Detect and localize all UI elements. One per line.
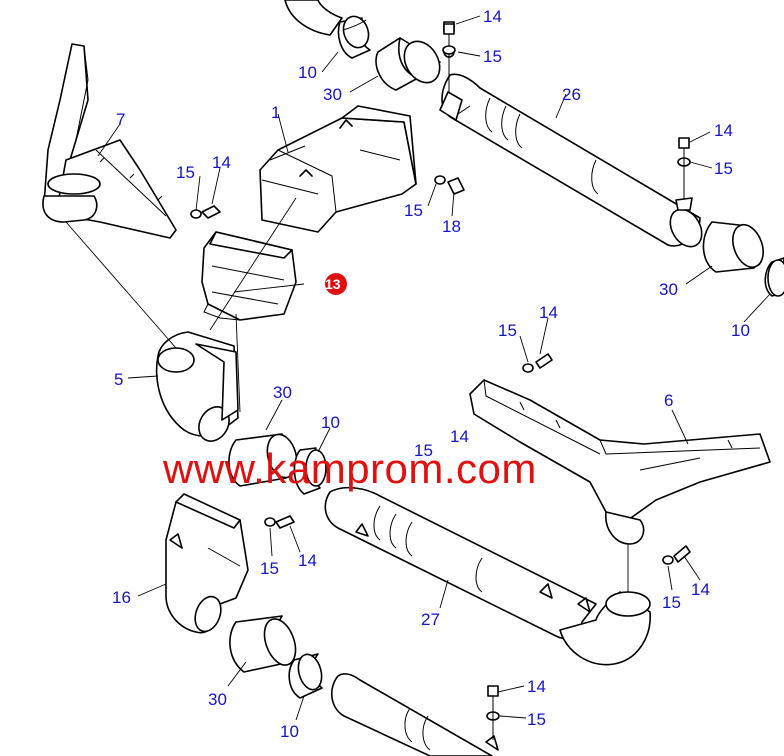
bracket-26-top bbox=[439, 21, 463, 121]
callout-label: 30 bbox=[659, 280, 678, 299]
callout-label: 14 bbox=[527, 677, 546, 696]
bolt-14-lower bbox=[264, 515, 295, 529]
callout-label: 16 bbox=[112, 588, 131, 607]
callout-label: 6 bbox=[664, 391, 673, 410]
callout-label: 30 bbox=[208, 690, 227, 709]
bolt-14-top bbox=[442, 23, 456, 55]
callout-label: 10 bbox=[321, 413, 340, 432]
callout-label: 14 bbox=[691, 580, 710, 599]
callout-label: 30 bbox=[273, 383, 292, 402]
elbow-5 bbox=[155, 331, 239, 442]
callout-label: 15 bbox=[483, 47, 502, 66]
callout-label: 15 bbox=[527, 710, 546, 729]
callout-label: 10 bbox=[731, 321, 750, 340]
callout-label: 5 bbox=[114, 370, 123, 389]
duct-13 bbox=[201, 231, 297, 321]
elbow-27 bbox=[559, 544, 651, 666]
hose-30-right bbox=[702, 221, 764, 273]
callout-label: 15 bbox=[662, 593, 681, 612]
pipe-bottom-partial bbox=[331, 673, 499, 756]
clamp-10-middle bbox=[293, 447, 327, 495]
callout-label: 14 bbox=[212, 153, 231, 172]
highlighted-callout-label: 13 bbox=[325, 276, 341, 292]
bolt-18 bbox=[434, 175, 465, 195]
bracket-6 bbox=[469, 379, 771, 545]
bolt-14-left bbox=[190, 205, 221, 219]
callout-label: 7 bbox=[116, 110, 125, 129]
callout-label: 1 bbox=[271, 103, 280, 122]
clamp-10-bottom bbox=[288, 653, 323, 699]
elbow-16 bbox=[165, 493, 249, 634]
bolt-14-bottom bbox=[486, 685, 500, 740]
callout-label: 14 bbox=[539, 303, 558, 322]
callout-label: 10 bbox=[280, 722, 299, 741]
callout-label: 14 bbox=[714, 121, 733, 140]
bolt-14-right bbox=[675, 137, 693, 211]
hose-30-bottom bbox=[229, 615, 297, 673]
bolt-14-mid bbox=[522, 353, 553, 373]
bracket-7 bbox=[42, 43, 177, 239]
callout-label: 14 bbox=[450, 427, 469, 446]
callout-label: 15 bbox=[176, 163, 195, 182]
callout-label: 10 bbox=[298, 63, 317, 82]
callout-label: 15 bbox=[260, 559, 279, 578]
callout-label: 14 bbox=[483, 7, 502, 26]
callout-13-highlight[interactable]: 13 bbox=[325, 273, 347, 295]
elbow-top-partial bbox=[284, 0, 343, 36]
callout-labels: 14 15 10 30 26 7 1 15 14 15 18 14 15 30 … bbox=[112, 7, 750, 741]
callout-label: 15 bbox=[498, 321, 517, 340]
callout-label: 15 bbox=[404, 201, 423, 220]
callout-label: 18 bbox=[442, 217, 461, 236]
pipe-27 bbox=[324, 486, 597, 640]
hose-30-middle bbox=[228, 433, 298, 487]
clamp-10-top bbox=[337, 15, 371, 59]
callout-label: 15 bbox=[714, 159, 733, 178]
watermark-text: www.kamprom.com bbox=[162, 445, 537, 492]
duct-1 bbox=[259, 105, 417, 233]
callout-label: 27 bbox=[421, 610, 440, 629]
clamp-10-right bbox=[764, 257, 784, 297]
callout-label: 14 bbox=[298, 551, 317, 570]
pipe-26 bbox=[441, 73, 703, 248]
hose-30-top bbox=[375, 37, 441, 91]
highlight-dot bbox=[325, 273, 347, 295]
callout-label: 26 bbox=[562, 85, 581, 104]
bolt-14-lower-right bbox=[662, 545, 691, 565]
callout-label: 15 bbox=[414, 441, 433, 460]
leader-lines bbox=[65, 15, 771, 721]
callout-label: 30 bbox=[323, 85, 342, 104]
